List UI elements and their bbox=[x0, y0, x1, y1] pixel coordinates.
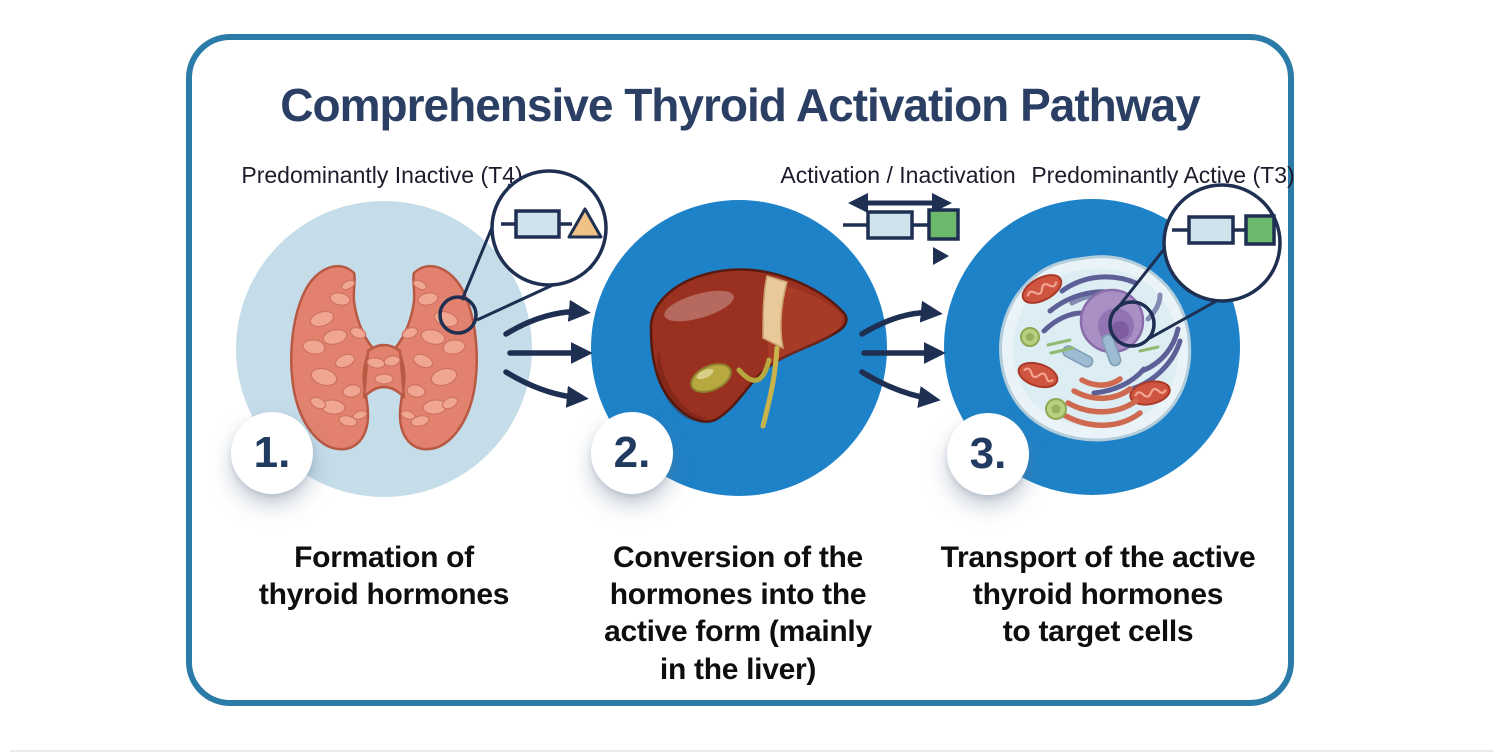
step1-number-badge: 1. bbox=[231, 412, 313, 494]
step3-circle bbox=[944, 199, 1240, 495]
bottom-divider bbox=[10, 750, 1493, 752]
label-predominantly-inactive-t4: Predominantly Inactive (T4) bbox=[241, 162, 523, 188]
step1-number: 1. bbox=[253, 428, 291, 477]
liver-illustration bbox=[649, 268, 848, 429]
step2-caption: Conversion of the hormones into the acti… bbox=[604, 541, 872, 686]
lysosomes bbox=[1020, 327, 1067, 420]
thyroid-body bbox=[290, 264, 478, 451]
falciform-ligament bbox=[762, 275, 788, 350]
label-predominantly-active-t3: Predominantly Active (T3) bbox=[1031, 162, 1295, 188]
step3-number: 3. bbox=[969, 429, 1007, 478]
mitochondria bbox=[1017, 274, 1171, 406]
step3-caption: Transport of the active thyroid hormones… bbox=[940, 541, 1256, 649]
step2-number: 2. bbox=[613, 428, 651, 477]
liver-body bbox=[649, 268, 848, 423]
thyroid-follicle-texture bbox=[302, 279, 466, 427]
page-title: Comprehensive Thyroid Activation Pathway bbox=[280, 79, 1200, 131]
step3-number-badge: 3. bbox=[947, 413, 1029, 495]
gallbladder bbox=[690, 345, 780, 429]
step1-caption: Formation of thyroid hormones bbox=[258, 541, 510, 612]
golgi-apparatus bbox=[1061, 376, 1143, 428]
step2-number-badge: 2. bbox=[591, 412, 673, 494]
label-activation-inactivation: Activation / Inactivation bbox=[780, 162, 1016, 188]
